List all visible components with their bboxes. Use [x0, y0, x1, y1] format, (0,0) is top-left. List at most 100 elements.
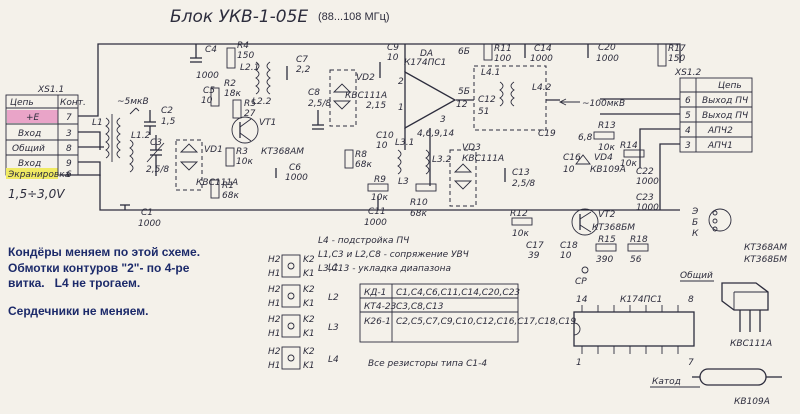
ic-pin-14: 14: [576, 295, 588, 305]
label-100uv: ~100мкВ: [582, 99, 625, 109]
type-vd3: КВС111А: [462, 154, 504, 164]
type-vt2: КТ368БМ: [592, 223, 635, 233]
label-l21: L2.1: [240, 63, 259, 73]
svg-text:H2: H2: [268, 285, 281, 295]
label-c14: C14: [534, 44, 552, 54]
xs-right-table: Цепь 6 Выход ПЧ 5 Выход ПЧ 4 АПЧ2 3 АПЧ1: [679, 77, 753, 153]
xs-left-name: XS1.1: [37, 85, 64, 95]
value-r4: 150: [237, 51, 254, 61]
note-line-4: Сердечники не меняем.: [8, 303, 149, 318]
label-vt1: VT1: [259, 118, 276, 128]
xs-right-num-0: 6: [685, 96, 691, 106]
label-c17: C17: [526, 241, 544, 251]
svg-text:K1: K1: [303, 269, 315, 279]
label-c5: C5: [203, 86, 215, 96]
coil-l4-name: L4: [328, 355, 339, 365]
value-c2: 1,5: [161, 117, 176, 127]
chip-pin-12: 12: [456, 100, 468, 110]
xs-right-name: XS1.2: [674, 68, 701, 78]
value-r3: 10к: [236, 157, 253, 167]
diode-type: КВ109А: [734, 397, 770, 407]
svg-text:H2: H2: [268, 315, 281, 325]
value-r5: 27: [244, 109, 256, 119]
label-c2: C2: [161, 106, 173, 116]
svg-text:H1: H1: [268, 269, 281, 279]
value-c16: 10: [563, 165, 575, 175]
xs-left-num-2: 3: [66, 129, 72, 139]
label-r5: R5: [244, 99, 256, 109]
label-vd2: VD2: [356, 73, 375, 83]
value-c13: 2,5/8: [512, 179, 535, 189]
value-c17: 39: [528, 251, 540, 261]
label-r4: R4: [237, 41, 249, 51]
highlight-pink: [7, 110, 58, 123]
label-r3: R3: [236, 147, 248, 157]
value-c7: 2,2: [296, 65, 311, 75]
pin-k: К: [692, 229, 699, 239]
value-c5: 10: [201, 96, 213, 106]
transistor-type-2: КТ368БМ: [744, 255, 787, 265]
type-vd1: КВС111А: [196, 178, 238, 188]
label-c7: C7: [296, 55, 308, 65]
legend-l3: L3,C13 - укладка диапазона: [318, 264, 451, 274]
coil-l3-name: L3: [328, 323, 339, 333]
chip-pin-2: 2: [398, 77, 404, 87]
svg-text:K1: K1: [303, 299, 315, 309]
coil-l4: H2 K2 H1 K1 L4: [268, 346, 339, 371]
label-c22: C22: [636, 167, 654, 177]
value-r15: 390: [596, 255, 613, 265]
cap-list-1: C3,C8,C13: [396, 302, 444, 312]
coil-l1: H2 K2 H1 K1 L1: [268, 254, 339, 279]
value-r18: 56: [630, 255, 642, 265]
chip-label: DA: [420, 49, 433, 59]
label-r11: R11: [494, 44, 512, 54]
diode-cathode: Катод: [652, 377, 681, 387]
pin-b: Б: [692, 218, 698, 228]
value-c14: 1000: [530, 54, 553, 64]
value-r8: 68к: [355, 160, 372, 170]
xs-left-num-4: 9: [66, 159, 72, 169]
label-l41: L4.1: [481, 68, 500, 78]
label-c16: C16: [563, 153, 581, 163]
coil-l2-name: L2: [328, 293, 339, 303]
cap-list-0: C1,C4,C6,C11,C14,C20,C23: [396, 288, 520, 298]
value-r11: 100: [494, 54, 511, 64]
svg-text:K2: K2: [303, 285, 315, 295]
xs-right-col: Цепь: [718, 81, 742, 91]
label-l42: L4.2: [532, 83, 552, 93]
svg-text:K2: K2: [303, 255, 315, 265]
value-c22: 1000: [636, 177, 659, 187]
label-l3: L3: [398, 177, 409, 187]
xs-right-num-3: 3: [685, 141, 691, 151]
label-c12: C12: [478, 95, 496, 105]
diode-package: Катод КВ109А: [650, 368, 782, 407]
svg-text:K2: K2: [303, 347, 315, 357]
xs-left-num-3: 8: [66, 144, 72, 154]
label-c19: C19: [538, 129, 556, 139]
label-r8: R8: [355, 150, 367, 160]
xs-right-row-1: Выход ПЧ: [702, 111, 748, 121]
label-sp: СР: [575, 277, 587, 287]
label-c13: C13: [512, 168, 530, 178]
pin-label-2-15: 2,15: [366, 101, 386, 111]
value-c6: 1000: [285, 173, 308, 183]
pin-e: Э: [691, 207, 699, 217]
xs-right-num-1: 5: [685, 111, 691, 121]
cap-type-1: КТ4-23: [364, 302, 397, 312]
note-line-3: витка. L4 не трогаем.: [8, 276, 141, 290]
svg-text:K2: K2: [303, 315, 315, 325]
title: Блок УКВ-1-05Е: [170, 7, 308, 27]
supply-voltage: 1,5÷3,0V: [8, 187, 65, 201]
value-r1: 68к: [222, 191, 239, 201]
label-c6: C6: [289, 163, 301, 173]
value-r10: 68к: [410, 209, 427, 219]
cap-list-2: C2,C5,C7,C9,C10,C12,C16,C17,C18,C19: [396, 317, 576, 327]
chip-pin-5b: 5Б: [458, 87, 470, 97]
label-r12: R12: [510, 209, 528, 219]
label-5uv: ~5мкВ: [117, 97, 149, 107]
value-r2: 18к: [224, 89, 241, 99]
legend-resistors: Все резисторы типа С1-4: [368, 359, 487, 369]
ic-pin-8: 8: [688, 295, 694, 305]
